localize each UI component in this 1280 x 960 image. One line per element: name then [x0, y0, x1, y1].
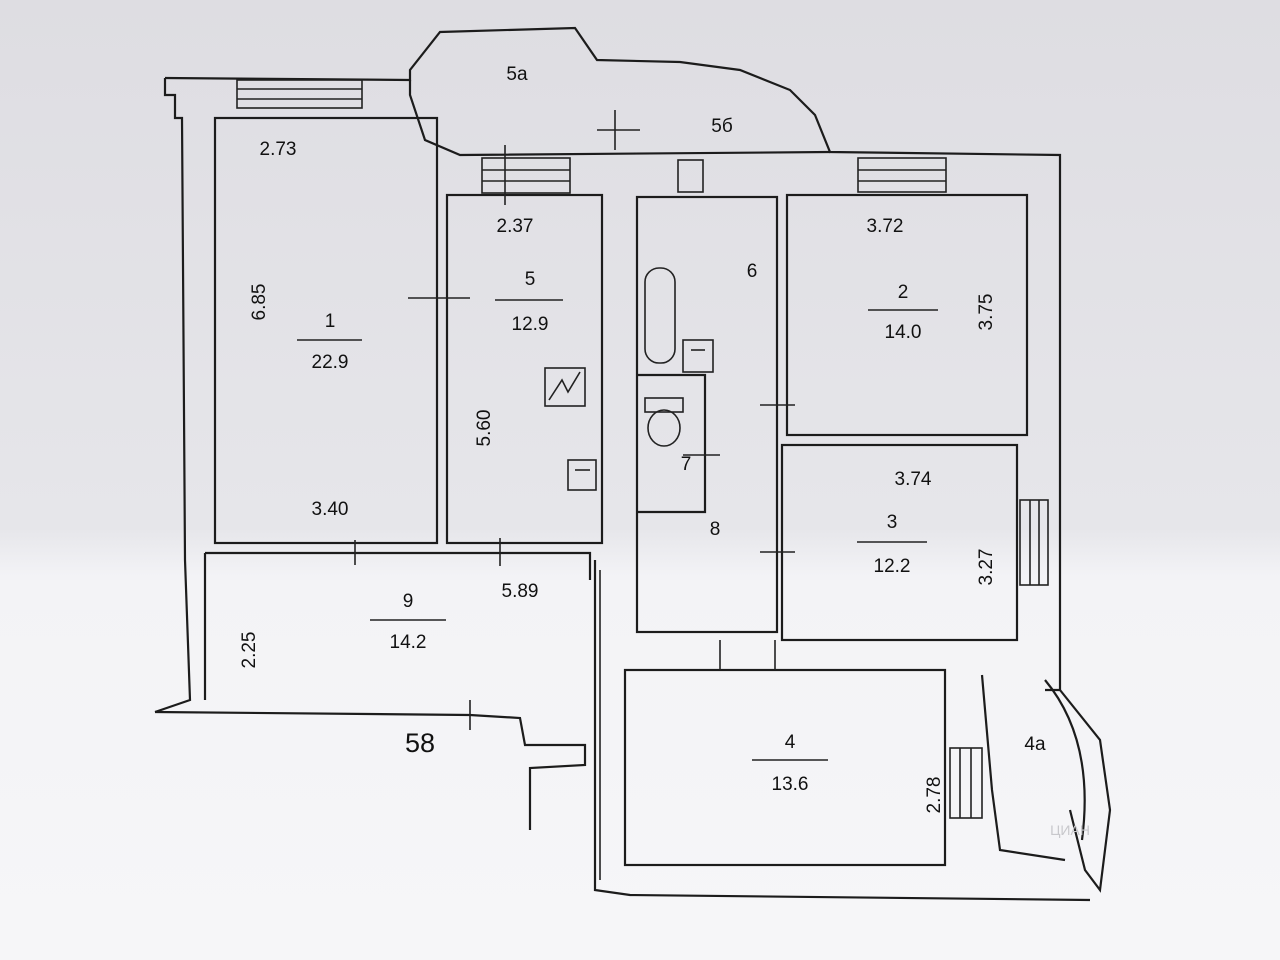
door-marks: [354, 110, 795, 730]
room-5b-label: 5б: [711, 116, 733, 137]
room-labels: 1 22.9 2 14.0 3 12.2 4 13.6 5 12.9 9 14.…: [297, 64, 1046, 795]
dimension-label: 2.25: [239, 632, 260, 669]
room-6-label: 6: [747, 261, 758, 282]
room-1-outline: [213, 116, 439, 545]
room-area: 14.2: [390, 632, 427, 653]
sink-icon: [682, 339, 714, 373]
dimension-label: 3.74: [895, 469, 932, 490]
dimension-label: 2.73: [260, 139, 297, 160]
room-area: 13.6: [772, 774, 809, 795]
bathtub-icon: [644, 267, 676, 364]
dimension-label: 3.72: [867, 216, 904, 237]
house-number: 58: [405, 728, 435, 758]
dimension-label: 3.40: [312, 499, 349, 520]
windows: [236, 79, 1049, 819]
room-number: 4: [785, 732, 796, 753]
dimension-label: 5.60: [474, 410, 495, 447]
dimension-labels: 2.73 2.37 3.72 6.85 3.75 5.60 3.74 3.40 …: [239, 139, 997, 813]
room-area: 12.9: [512, 314, 549, 335]
toilet-icon: [644, 397, 684, 447]
room-number: 1: [325, 311, 336, 332]
room-3-outline: [780, 443, 1019, 642]
room-5a-label: 5а: [506, 64, 528, 85]
boiler-icon: [544, 367, 586, 407]
exterior-walls: [154, 26, 1112, 902]
room-area: 14.0: [885, 322, 922, 343]
dimension-label: 2.37: [497, 216, 534, 237]
room-4a-label: 4а: [1024, 734, 1046, 755]
room-number: 2: [898, 282, 909, 303]
room-5-outline: [445, 193, 604, 545]
room-2-outline: [785, 193, 1029, 437]
interior-walls: [203, 116, 1086, 867]
watermark: ЦИАН: [1050, 822, 1090, 838]
room-4-outline: [623, 668, 947, 867]
room-7-label: 7: [681, 454, 692, 475]
dimension-label: 6.85: [249, 284, 270, 321]
room-8-label: 8: [710, 519, 721, 540]
dimension-label: 5.89: [502, 581, 539, 602]
room-area: 22.9: [312, 352, 349, 373]
room-area: 12.2: [874, 556, 911, 577]
room-number: 3: [887, 512, 898, 533]
stove-icon: [567, 459, 597, 491]
room-number: 9: [403, 591, 414, 612]
room-number: 5: [525, 269, 536, 290]
dimension-label: 3.75: [976, 294, 997, 331]
room-6-8-outline: [635, 195, 779, 634]
dimension-label: 3.27: [976, 549, 997, 586]
dimension-label: 2.78: [924, 777, 945, 814]
